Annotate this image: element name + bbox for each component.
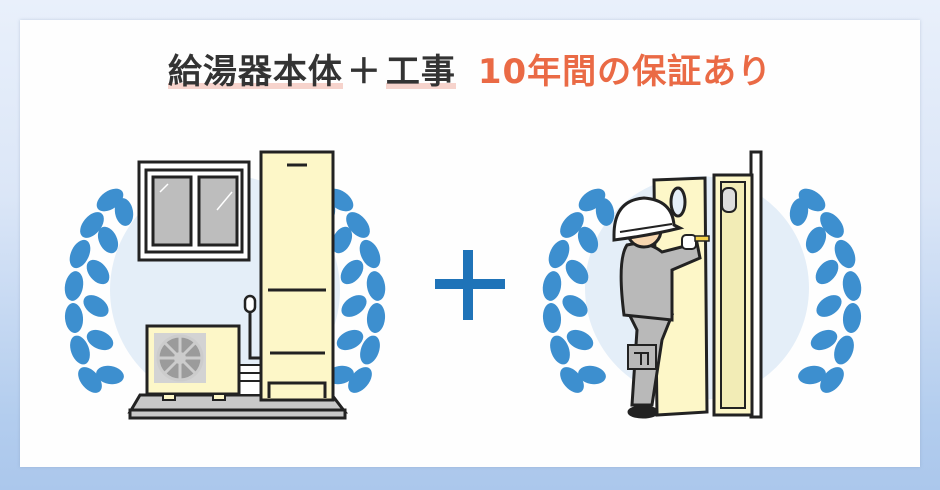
headline-work: 工事 xyxy=(385,52,456,92)
headline: 給湯器本体＋工事 10年間の保証あり xyxy=(0,48,940,96)
laurel-wreath-icon xyxy=(64,184,388,398)
headline-plus: ＋ xyxy=(346,52,382,92)
worker-icon xyxy=(612,196,710,419)
installation-worker-illustration xyxy=(542,150,864,419)
headline-product: 給湯器本体 xyxy=(167,52,343,92)
laurel-wreath-icon xyxy=(542,184,864,398)
headline-warranty: 10年間の保証あり xyxy=(477,52,773,92)
heat-pump-unit-icon xyxy=(145,324,241,401)
window-icon xyxy=(137,160,251,262)
hot-water-tank-icon xyxy=(259,150,335,402)
plus-icon xyxy=(435,250,505,320)
water-heater-illustration xyxy=(64,150,388,420)
